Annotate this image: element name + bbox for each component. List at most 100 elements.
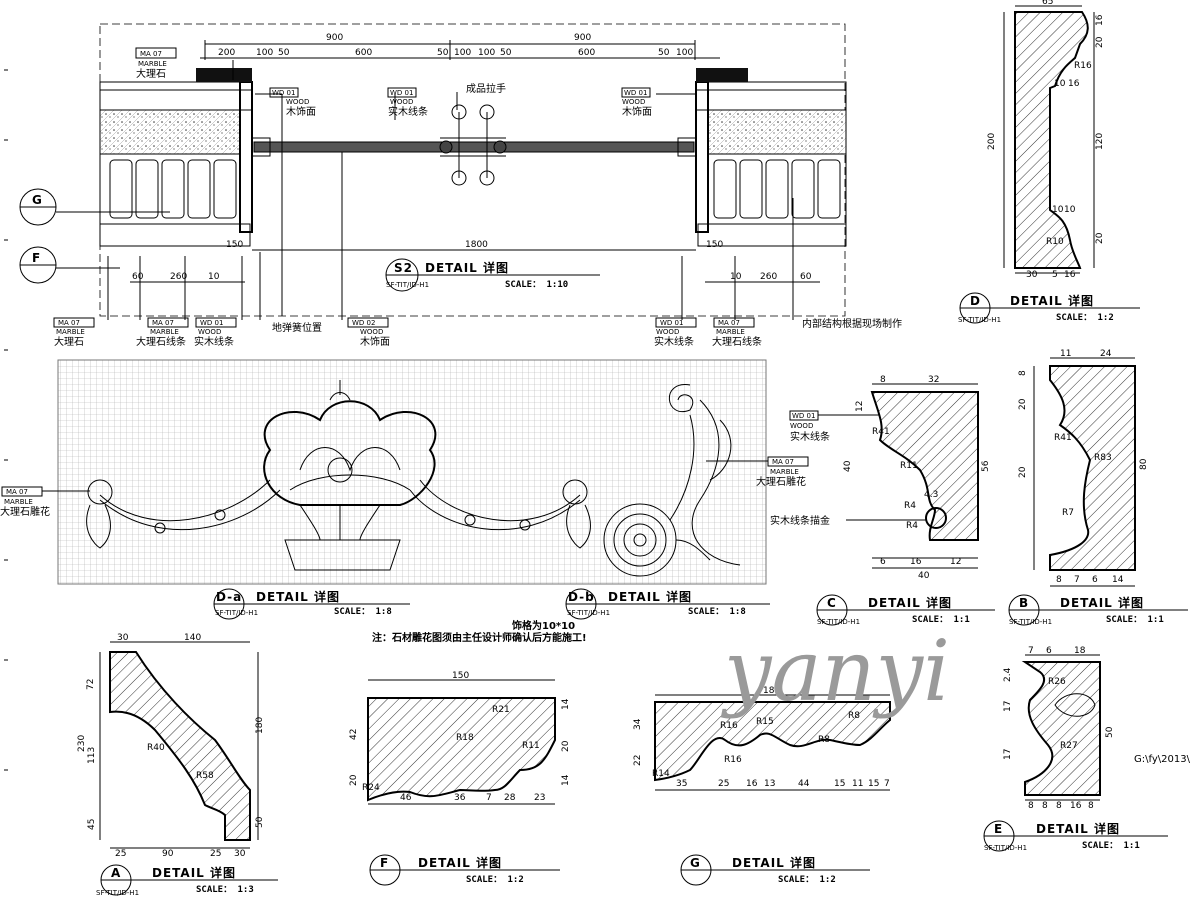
svg-text:R4: R4 bbox=[904, 501, 916, 511]
svg-text:28: 28 bbox=[504, 793, 516, 803]
svg-text:22: 22 bbox=[633, 755, 643, 766]
svg-text:SF-TIT/ID-H1: SF-TIT/ID-H1 bbox=[567, 609, 610, 617]
tag-wood-center: WD 01 WOOD 实木线条 bbox=[387, 87, 428, 118]
svg-text:16: 16 bbox=[1095, 14, 1105, 26]
svg-text:R21: R21 bbox=[492, 705, 510, 715]
svg-text:44: 44 bbox=[798, 779, 810, 789]
svg-text:WOOD: WOOD bbox=[198, 328, 221, 336]
svg-text:R15: R15 bbox=[756, 717, 774, 727]
svg-text:25: 25 bbox=[210, 849, 221, 859]
svg-text:7: 7 bbox=[486, 793, 492, 803]
svg-text:R16: R16 bbox=[724, 755, 742, 765]
svg-text:SF-TIT/ID-H1: SF-TIT/ID-H1 bbox=[1009, 618, 1052, 626]
svg-text:MARBLE: MARBLE bbox=[716, 328, 745, 336]
tag-bottom-marble-2: MA 07 MARBLE 大理石线条 bbox=[136, 317, 189, 348]
svg-text:30: 30 bbox=[1026, 270, 1038, 280]
svg-text:8: 8 bbox=[1028, 801, 1034, 811]
svg-text:15: 15 bbox=[868, 779, 879, 789]
svg-text:180: 180 bbox=[763, 686, 780, 696]
svg-text:7: 7 bbox=[1074, 575, 1080, 585]
svg-text:WOOD: WOOD bbox=[360, 328, 383, 336]
watermark: yanyi bbox=[720, 622, 950, 720]
svg-text:8: 8 bbox=[1018, 370, 1028, 376]
svg-text:6: 6 bbox=[1092, 575, 1098, 585]
tag-carving-right: MA 07 MARBLE 大理石雕花 bbox=[706, 456, 809, 488]
svg-text:S2: S2 bbox=[394, 261, 413, 275]
detail-b-profile: 11 24 8 20 20 80 R41 R83 R7 8 7 6 14 bbox=[1018, 349, 1149, 587]
svg-text:16: 16 bbox=[1068, 79, 1080, 89]
label-handle: 成品拉手 bbox=[466, 82, 506, 95]
label-floor-spring: 地弹簧位置 bbox=[272, 321, 322, 334]
dim-260-left: 260 bbox=[170, 272, 187, 282]
tag-marble-top: MA 07 MARBLE 大理石 bbox=[135, 47, 177, 80]
label-internal-structure: 内部结构根据现场制作 bbox=[802, 317, 902, 330]
svg-text:MARBLE: MARBLE bbox=[56, 328, 85, 336]
svg-text:25: 25 bbox=[718, 779, 729, 789]
svg-text:MA 07: MA 07 bbox=[772, 458, 794, 466]
svg-text:DETAIL 详图: DETAIL 详图 bbox=[418, 855, 502, 870]
svg-text:200: 200 bbox=[987, 133, 997, 150]
note-grid: 饰格为10*10 bbox=[512, 619, 575, 632]
svg-text:230: 230 bbox=[77, 735, 87, 752]
detail-d-profile: 65 200 16 20 10 16 120 10 10 20 30 5 16 … bbox=[987, 0, 1105, 280]
svg-text:65: 65 bbox=[1042, 0, 1053, 7]
dim-900-right: 900 bbox=[574, 33, 591, 43]
dim-50a: 50 bbox=[278, 48, 290, 58]
svg-text:SF-TIT/ID-H1: SF-TIT/ID-H1 bbox=[817, 618, 860, 626]
dim-50b: 50 bbox=[437, 48, 449, 58]
svg-text:R40: R40 bbox=[147, 743, 165, 753]
title-db: D-b SF-TIT/ID-H1 DETAIL 详图 SCALE： 1:8 bbox=[565, 588, 770, 620]
dim-600a: 600 bbox=[355, 48, 372, 58]
svg-text:大理石线条: 大理石线条 bbox=[712, 335, 762, 348]
tag-c-wood: WD 01 WOOD 实木线条 bbox=[789, 410, 880, 443]
svg-text:WD 01: WD 01 bbox=[624, 89, 647, 97]
svg-text:32: 32 bbox=[928, 375, 939, 385]
svg-text:10: 10 bbox=[1052, 205, 1064, 215]
svg-text:R26: R26 bbox=[1048, 677, 1066, 687]
svg-text:MA 07: MA 07 bbox=[718, 319, 740, 327]
svg-text:46: 46 bbox=[400, 793, 412, 803]
dim-60-right: 60 bbox=[800, 272, 812, 282]
svg-text:R16: R16 bbox=[1074, 61, 1092, 71]
detail-da-carving bbox=[57, 359, 767, 585]
dim-1800: 1800 bbox=[465, 240, 488, 250]
svg-text:R14: R14 bbox=[652, 769, 670, 779]
svg-text:MA 07: MA 07 bbox=[6, 488, 28, 496]
svg-text:20: 20 bbox=[561, 740, 571, 752]
svg-text:4.3: 4.3 bbox=[924, 490, 938, 500]
svg-text:DETAIL 详图: DETAIL 详图 bbox=[608, 589, 692, 604]
svg-text:大理石雕花: 大理石雕花 bbox=[0, 505, 50, 518]
tag-bottom-wood-3: WD 01 WOOD 实木线条 bbox=[654, 317, 697, 348]
title-b: B SF-TIT/ID-H1 DETAIL 详图 SCALE： 1:1 bbox=[1008, 594, 1188, 626]
svg-text:木饰面: 木饰面 bbox=[360, 335, 390, 348]
tag-wood-left: WD 01 WOOD 木饰面 bbox=[269, 87, 316, 118]
detail-c-profile: 8 32 12 40 56 R41 R11 R4 R4 4.3 6 16 12 … bbox=[843, 375, 991, 581]
svg-text:MARBLE: MARBLE bbox=[138, 60, 167, 68]
svg-text:40: 40 bbox=[843, 460, 853, 472]
svg-text:30: 30 bbox=[117, 633, 129, 643]
callout-f[interactable]: F bbox=[19, 246, 120, 284]
svg-text:E: E bbox=[994, 822, 1003, 836]
svg-text:8: 8 bbox=[1088, 801, 1094, 811]
svg-text:20: 20 bbox=[1018, 398, 1028, 410]
svg-text:SCALE： 1:2: SCALE： 1:2 bbox=[466, 875, 524, 885]
svg-text:大理石: 大理石 bbox=[54, 335, 84, 348]
dim-600b: 600 bbox=[578, 48, 595, 58]
svg-text:R83: R83 bbox=[1094, 453, 1112, 463]
svg-text:8: 8 bbox=[880, 375, 886, 385]
svg-text:R8: R8 bbox=[818, 735, 830, 745]
svg-text:WD 01: WD 01 bbox=[200, 319, 223, 327]
svg-text:R4: R4 bbox=[906, 521, 918, 531]
label-gilded-molding: 实木线条描金 bbox=[770, 514, 830, 527]
title-c: C SF-TIT/ID-H1 DETAIL 详图 SCALE： 1:1 bbox=[816, 594, 995, 626]
svg-text:MARBLE: MARBLE bbox=[4, 498, 33, 506]
svg-text:150: 150 bbox=[452, 671, 469, 681]
svg-text:10: 10 bbox=[1054, 79, 1066, 89]
svg-text:G: G bbox=[690, 856, 701, 870]
svg-text:A: A bbox=[111, 866, 121, 880]
svg-text:16: 16 bbox=[1070, 801, 1082, 811]
dim-50c: 50 bbox=[500, 48, 512, 58]
dim-150-right: 150 bbox=[706, 240, 723, 250]
svg-text:SF-TIT/ID-H1: SF-TIT/ID-H1 bbox=[96, 889, 139, 897]
callout-g[interactable]: G bbox=[19, 188, 170, 226]
